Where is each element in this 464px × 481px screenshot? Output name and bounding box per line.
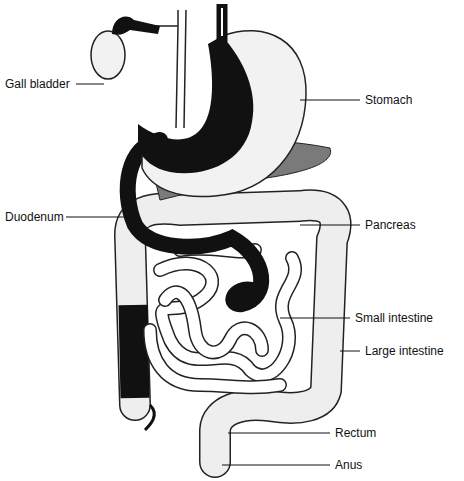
part-label: Small intestine: [353, 311, 435, 325]
colon-dark-segment: [133, 305, 135, 398]
part-label: Large intestine: [363, 344, 446, 358]
part-label: Duodenum: [3, 210, 66, 224]
part-label: Anus: [333, 458, 364, 472]
gall-bladder-neck: [112, 16, 160, 34]
stomach-dark: [138, 36, 253, 173]
gall-bladder: [91, 31, 125, 79]
esophagus: [217, 4, 228, 42]
esophagus-highlight: [221, 8, 223, 36]
appendix: [145, 405, 154, 430]
part-label: Stomach: [363, 93, 414, 107]
part-label: Pancreas: [363, 218, 418, 232]
small-intestine: [150, 249, 295, 388]
leader-lines: [64, 84, 360, 465]
part-label: Gall bladder: [3, 77, 72, 91]
part-label: Rectum: [333, 426, 378, 440]
